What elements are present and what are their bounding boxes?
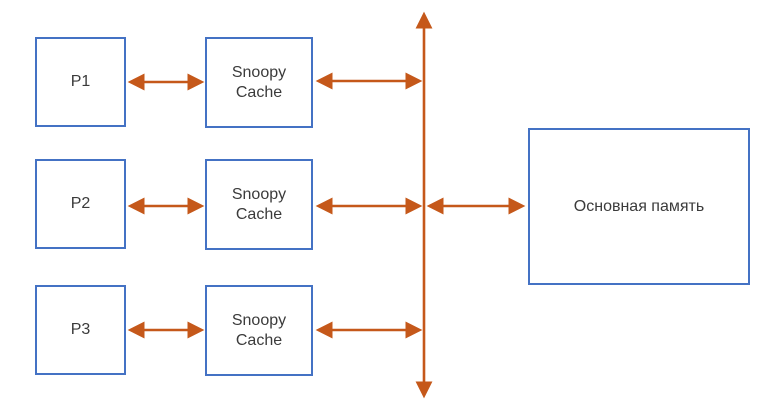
cache-box-3: Snoopy Cache	[205, 285, 313, 376]
cache-label: Snoopy Cache	[231, 63, 287, 101]
main-memory-box: Основная память	[528, 128, 750, 285]
processor-label: P2	[70, 195, 91, 212]
cache-label: Snoopy Cache	[231, 311, 287, 349]
cache-label: Snoopy Cache	[231, 185, 287, 223]
processor-label: P3	[70, 321, 91, 338]
processor-box-p2: P2	[35, 159, 126, 249]
processor-label: P1	[70, 73, 91, 90]
cache-box-2: Snoopy Cache	[205, 159, 313, 250]
processor-box-p3: P3	[35, 285, 126, 375]
processor-box-p1: P1	[35, 37, 126, 127]
main-memory-label: Основная память	[573, 197, 705, 215]
cache-box-1: Snoopy Cache	[205, 37, 313, 128]
